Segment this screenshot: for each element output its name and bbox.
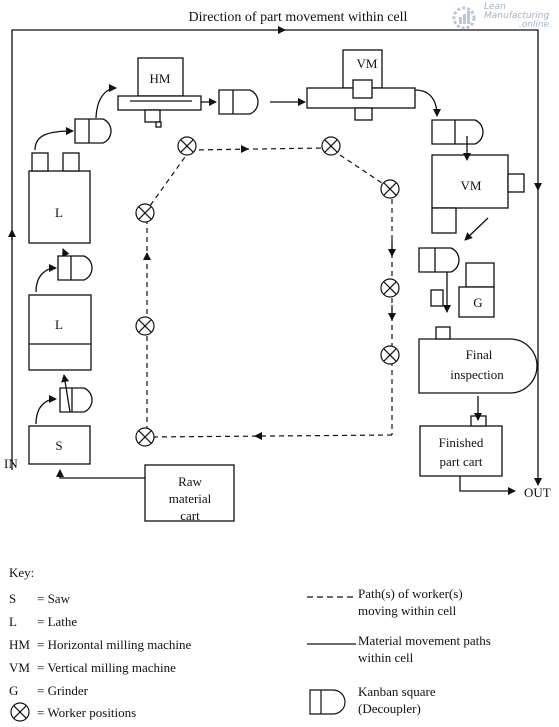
watermark-line-1: Lean bbox=[484, 2, 506, 12]
key-desc: = Saw bbox=[37, 591, 70, 606]
watermark-line-3: .online bbox=[518, 20, 550, 30]
lathe-bottom-label: L bbox=[55, 317, 63, 332]
vertical-milling-machine-right bbox=[431, 154, 525, 234]
grinder-machine bbox=[430, 262, 495, 318]
kanban-square bbox=[218, 89, 259, 115]
raw-cart-label-3: cart bbox=[180, 508, 200, 523]
key-desc: = Horizontal milling machine bbox=[37, 637, 192, 652]
vm-right-label: VM bbox=[461, 178, 482, 193]
key-abbr: HM bbox=[9, 637, 30, 652]
key-abbr: L bbox=[9, 614, 17, 629]
outer-flow-line bbox=[8, 26, 542, 486]
key-heading: Key: bbox=[9, 565, 35, 580]
key-kanban-desc: Kanban square (Decoupler) bbox=[358, 683, 558, 717]
key-abbr: S bbox=[9, 591, 17, 606]
finished-part-cart bbox=[419, 425, 503, 477]
key-item: HM = Horizontal milling machine bbox=[9, 637, 191, 652]
saw-machine bbox=[28, 425, 91, 465]
watermark-logo: Lean Manufacturing .online bbox=[448, 2, 559, 36]
worker-position-marker bbox=[380, 179, 400, 199]
final-inspection-label-2: inspection bbox=[450, 367, 504, 382]
key-dashed-desc: Path(s) of worker(s) moving within cell bbox=[358, 585, 558, 619]
kanban-square bbox=[418, 247, 460, 273]
key-worker-symbol bbox=[10, 702, 30, 722]
horizontal-milling-machine bbox=[117, 57, 202, 128]
key-solid-line-2: within cell bbox=[358, 650, 414, 665]
key-dashed-line-1: Path(s) of worker(s) bbox=[358, 586, 463, 601]
vm-top-label: VM bbox=[357, 56, 378, 71]
watermark-line-2: Manufacturing bbox=[484, 11, 550, 21]
kanban-square bbox=[57, 255, 93, 281]
in-label: IN bbox=[4, 456, 18, 471]
key-worker-desc: = Worker positions bbox=[37, 705, 137, 720]
worker-position-marker bbox=[135, 316, 155, 336]
lathe-top-label: L bbox=[55, 205, 63, 220]
key-kanban-line-1: Kanban square bbox=[358, 684, 436, 699]
material-movement-arrows bbox=[34, 84, 516, 495]
key-dashed-line-2: moving within cell bbox=[358, 603, 457, 618]
worker-position-marker bbox=[321, 136, 341, 156]
lathe-top-machine bbox=[28, 170, 91, 244]
key-item: S = Saw bbox=[9, 591, 70, 606]
key-abbr: VM bbox=[9, 660, 30, 675]
key-item: VM = Vertical milling machine bbox=[9, 660, 176, 675]
key-solid-line-1: Material movement paths bbox=[358, 633, 491, 648]
worker-position-marker bbox=[177, 136, 197, 156]
worker-path bbox=[146, 147, 393, 438]
finished-cart-label-2: part cart bbox=[440, 454, 483, 469]
key-item: L = Lathe bbox=[9, 614, 77, 629]
vertical-milling-machine-top bbox=[306, 49, 416, 121]
worker-position-marker bbox=[380, 345, 400, 365]
key-kanban-line-2: (Decoupler) bbox=[358, 701, 421, 716]
worker-positions bbox=[135, 136, 400, 447]
worker-position-marker bbox=[135, 203, 155, 223]
key-kanban-symbol bbox=[309, 689, 346, 715]
kanban-square bbox=[431, 119, 484, 145]
diagram-title: Direction of part movement within cell bbox=[189, 10, 408, 25]
raw-cart-label-2: material bbox=[169, 491, 212, 506]
out-label: OUT bbox=[524, 485, 551, 500]
key-desc: = Vertical milling machine bbox=[37, 660, 176, 675]
key-desc: = Lathe bbox=[37, 614, 78, 629]
raw-material-cart bbox=[144, 464, 235, 522]
grinder-label: G bbox=[473, 295, 482, 310]
final-inspection-station bbox=[418, 338, 538, 394]
key-abbr: G bbox=[9, 683, 19, 698]
key-item: G = Grinder bbox=[9, 683, 88, 698]
worker-position-marker bbox=[380, 278, 400, 298]
saw-label: S bbox=[55, 438, 62, 453]
kanban-square bbox=[59, 387, 93, 413]
worker-position-marker bbox=[135, 427, 155, 447]
hm-label: HM bbox=[150, 71, 171, 86]
final-inspection-label-1: Final bbox=[466, 347, 493, 362]
gear-chart-icon bbox=[452, 6, 476, 30]
key-desc: = Grinder bbox=[37, 683, 89, 698]
lathe-bottom-machine bbox=[28, 294, 92, 371]
finished-cart-label-1: Finished bbox=[439, 435, 484, 450]
kanban-square bbox=[74, 118, 112, 144]
raw-cart-label-1: Raw bbox=[178, 474, 202, 489]
key-solid-desc: Material movement paths within cell bbox=[358, 632, 558, 666]
